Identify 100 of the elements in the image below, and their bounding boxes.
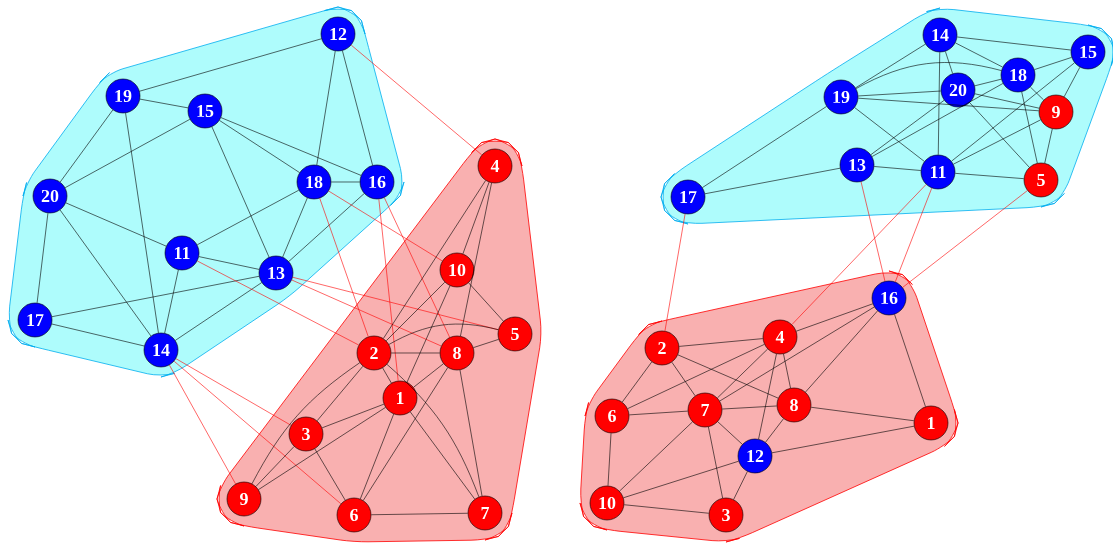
edge-line	[383, 180, 486, 339]
edge-line	[459, 369, 483, 497]
edge-line	[974, 78, 1002, 87]
edge-line	[855, 62, 1002, 89]
edge-line	[717, 348, 768, 399]
edge-line	[805, 310, 878, 393]
edge-line	[378, 198, 399, 382]
edge-line	[59, 209, 152, 337]
edge-line	[462, 181, 490, 255]
edge-line	[623, 504, 710, 514]
edge-line	[331, 181, 360, 183]
edge-line	[211, 126, 270, 258]
edge-line	[1044, 128, 1053, 164]
edge-line	[719, 306, 875, 402]
edge-line	[677, 354, 779, 399]
edge-line	[954, 173, 1025, 179]
edge-line	[219, 120, 300, 173]
edge-line	[382, 367, 392, 384]
edge-line	[59, 109, 114, 183]
edge-line	[460, 182, 492, 337]
edge-line	[956, 36, 1072, 51]
edge-line	[1034, 57, 1072, 70]
edge-line	[319, 198, 369, 337]
edge-line	[894, 314, 926, 407]
edge-line	[858, 90, 942, 97]
edge-line	[196, 189, 300, 246]
edge-line	[702, 106, 827, 188]
edge-line	[342, 50, 373, 166]
edge-line	[169, 364, 236, 485]
edge-line	[386, 364, 480, 498]
edge-line	[125, 112, 159, 334]
edge-line	[314, 448, 346, 501]
edge-line	[251, 362, 361, 484]
edge-line	[175, 358, 292, 426]
edge-line	[282, 197, 308, 258]
edge-line	[473, 339, 499, 348]
edge-line	[64, 119, 191, 188]
edge-line	[855, 43, 926, 89]
edge-line	[173, 360, 342, 505]
edge-line	[363, 367, 449, 501]
edge-line	[406, 285, 451, 383]
edge-line	[955, 42, 1003, 68]
edge-line	[607, 432, 612, 487]
edge-line	[316, 365, 364, 422]
edge-line	[722, 405, 778, 410]
edge-line	[733, 471, 748, 500]
edge-line	[860, 181, 886, 282]
edge-line	[384, 197, 450, 338]
edge-line	[1063, 66, 1081, 98]
edge-line	[1030, 86, 1044, 101]
edge-line	[255, 446, 295, 487]
edge-line	[291, 279, 442, 347]
edge-line	[974, 93, 1040, 109]
edge-line	[791, 184, 927, 325]
edge-line	[413, 363, 444, 388]
edge-line	[391, 352, 440, 354]
edge-line	[350, 44, 483, 156]
edge-line	[895, 187, 933, 283]
edge-line	[627, 344, 765, 409]
edge-line	[870, 100, 945, 155]
edge-line	[288, 193, 365, 262]
edge-line	[708, 426, 723, 499]
edge-line	[664, 213, 686, 332]
edge-line	[321, 403, 385, 429]
edge-line	[371, 512, 468, 516]
edge-line	[854, 107, 925, 162]
edge-line	[258, 407, 386, 490]
edge-line	[796, 303, 873, 332]
edge-line	[623, 460, 739, 499]
edge-line	[360, 413, 394, 500]
edge-line	[704, 167, 841, 195]
edge-line	[388, 323, 499, 345]
edge-line	[164, 269, 179, 334]
edge-line	[628, 410, 689, 416]
edge-line	[969, 102, 1030, 168]
edge-line	[758, 353, 777, 440]
edge-line	[410, 411, 476, 500]
edge-line	[385, 281, 446, 342]
edge-line	[198, 256, 260, 270]
edge-line	[678, 338, 764, 347]
edge-line	[765, 418, 784, 443]
edge-line	[671, 361, 696, 397]
edge-line	[36, 212, 49, 304]
edge-line	[316, 50, 336, 166]
edge-line	[953, 119, 1041, 165]
edge-line	[139, 98, 189, 109]
edge-line	[328, 190, 443, 262]
edge-line	[951, 62, 1075, 162]
edge-line	[468, 282, 504, 322]
edge-line	[810, 406, 915, 422]
edge-line	[857, 97, 1040, 112]
edge-line	[902, 190, 1028, 288]
edge-line	[51, 276, 260, 317]
edge-line	[51, 323, 145, 347]
edge-line	[717, 421, 743, 445]
edge-line	[197, 260, 359, 346]
edge-line	[619, 421, 693, 492]
edge-line	[771, 425, 915, 454]
edge-line	[945, 51, 953, 74]
edge-line	[871, 83, 1004, 157]
